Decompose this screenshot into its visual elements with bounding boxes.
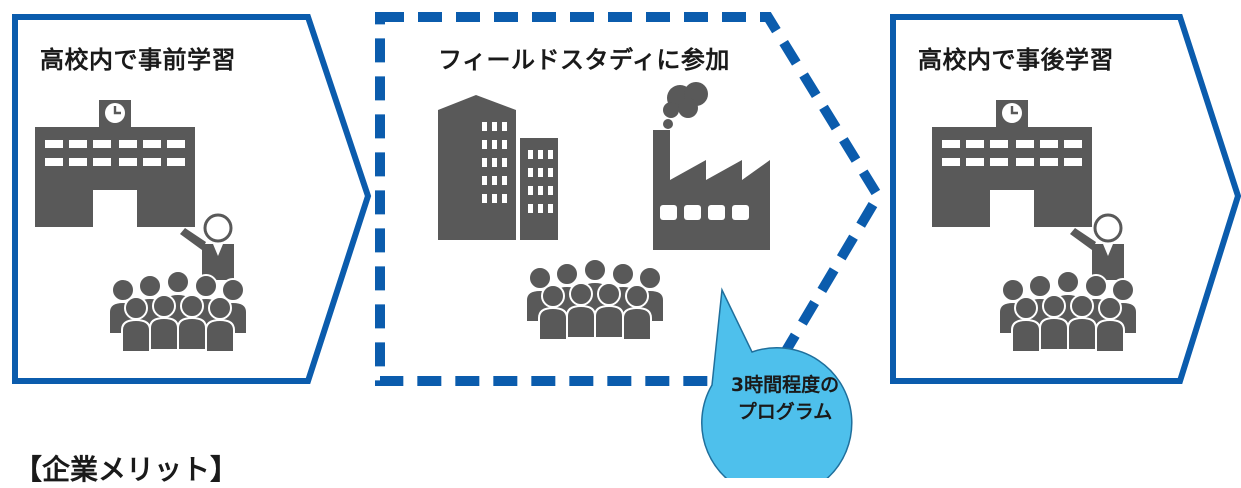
audience-icon [109, 271, 247, 352]
section-heading: 【企業メリット】 [14, 453, 239, 486]
callout-line-2: プログラム [737, 401, 833, 423]
office-building-icon [438, 95, 558, 240]
factory-icon [653, 82, 770, 250]
stage-1-title: 高校内で事前学習 [40, 46, 236, 74]
callout-text: 3時間程度の プログラム [712, 372, 858, 426]
audience-icon [999, 271, 1137, 352]
callout-line-1: 3時間程度の [730, 374, 840, 396]
study-flow-diagram [12, 12, 1241, 478]
callout-bubble [701, 287, 853, 478]
stage-2-title: フィールドスタディに参加 [438, 46, 730, 74]
stage-3-title: 高校内で事後学習 [918, 46, 1114, 74]
participants-icon [526, 259, 664, 340]
